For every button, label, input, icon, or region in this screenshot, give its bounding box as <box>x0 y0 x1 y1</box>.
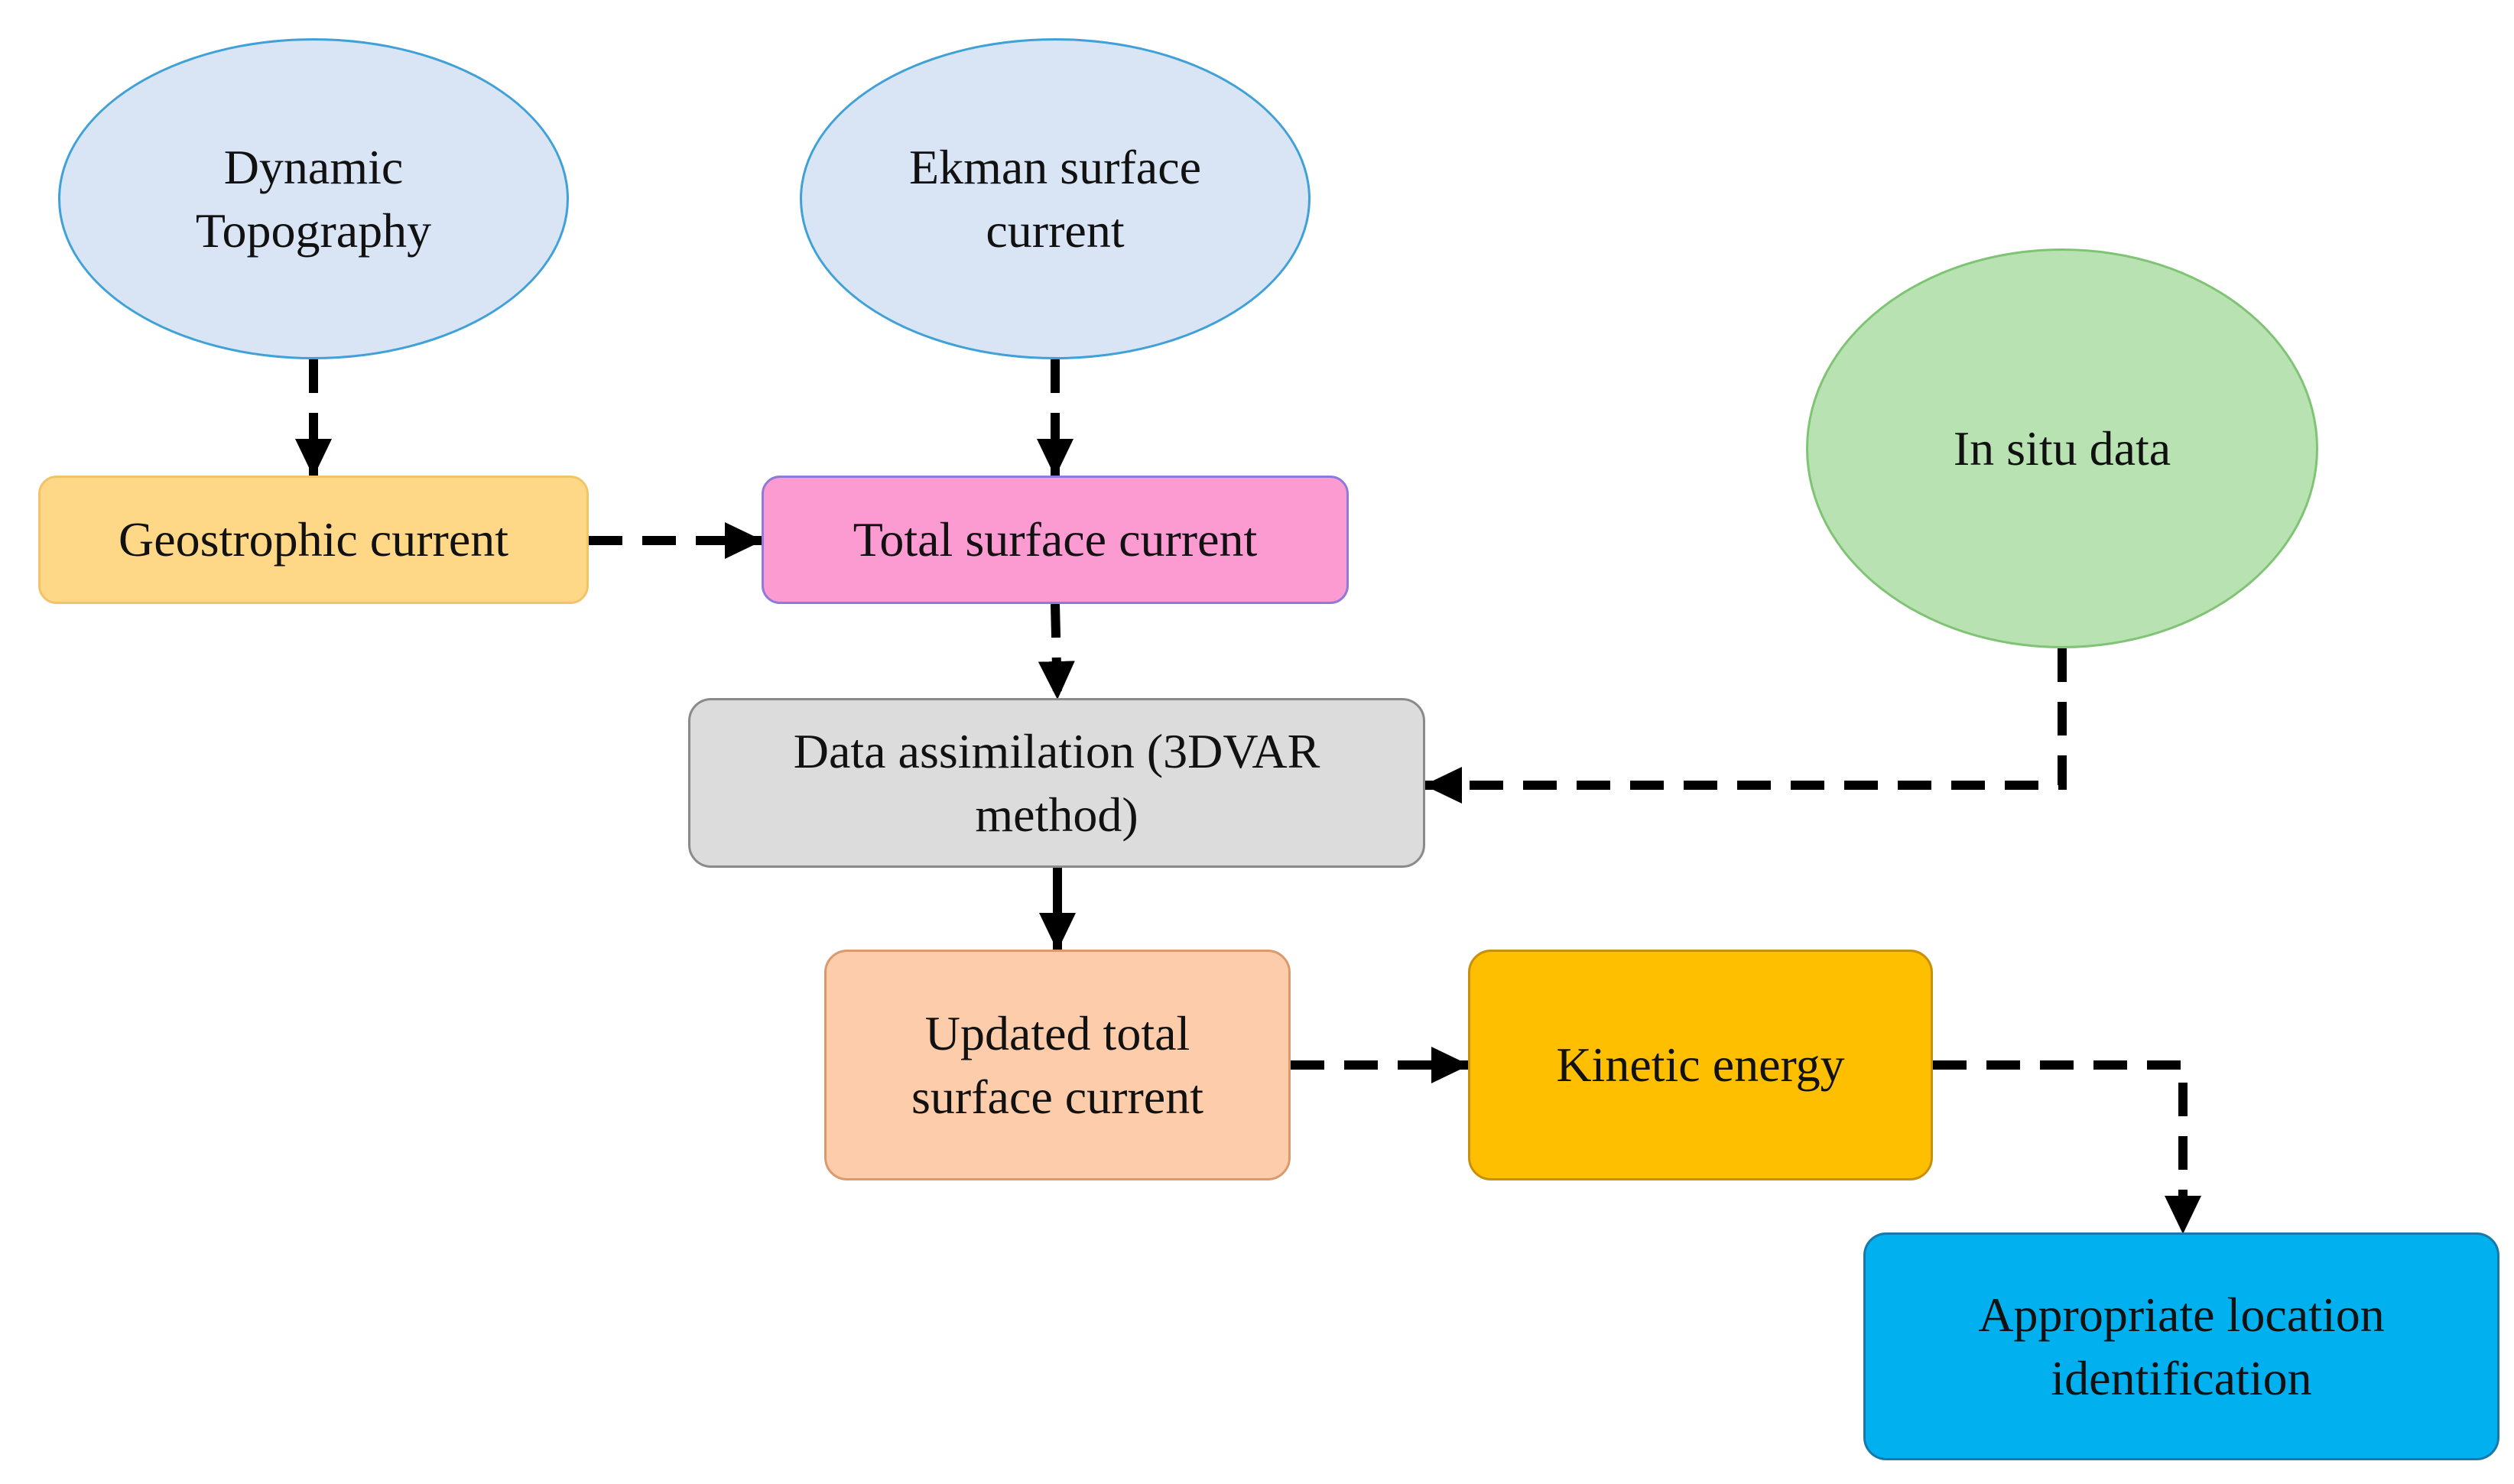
node-data-assimilation: Data assimilation (3DVAR method) <box>688 698 1425 868</box>
node-in-situ-data-label: In situ data <box>1953 421 2171 476</box>
node-appropriate-location-identification: Appropriate location identification <box>1863 1232 2499 1460</box>
node-total-surface-current: Total surface current <box>762 476 1349 604</box>
node-ekman-surface-current: Ekman surface current <box>800 38 1311 359</box>
node-in-situ-data: In situ data <box>1806 248 2318 648</box>
node-dynamic-topography-label: Dynamic Topography <box>195 139 432 258</box>
node-kinetic-energy: Kinetic energy <box>1468 950 1933 1180</box>
node-appropriate-location-identification-label: Appropriate location identification <box>1978 1287 2385 1405</box>
node-ekman-surface-current-label: Ekman surface current <box>908 139 1202 258</box>
node-geostrophic-current-label: Geostrophic current <box>118 512 509 567</box>
node-data-assimilation-label: Data assimilation (3DVAR method) <box>793 723 1320 842</box>
node-updated-total-surface-current-label: Updated total surface current <box>911 1005 1203 1124</box>
edge-in-situ-data-to-data-assimilation <box>1424 648 2067 804</box>
node-total-surface-current-label: Total surface current <box>853 512 1258 567</box>
node-dynamic-topography: Dynamic Topography <box>58 38 569 359</box>
edge-total-surface-current-to-data-assimilation <box>1038 603 1075 700</box>
node-kinetic-energy-label: Kinetic energy <box>1556 1038 1845 1093</box>
node-updated-total-surface-current: Updated total surface current <box>824 950 1291 1180</box>
node-geostrophic-current: Geostrophic current <box>38 476 589 604</box>
edge-kinetic-energy-to-appropriate-location <box>1933 1060 2201 1234</box>
